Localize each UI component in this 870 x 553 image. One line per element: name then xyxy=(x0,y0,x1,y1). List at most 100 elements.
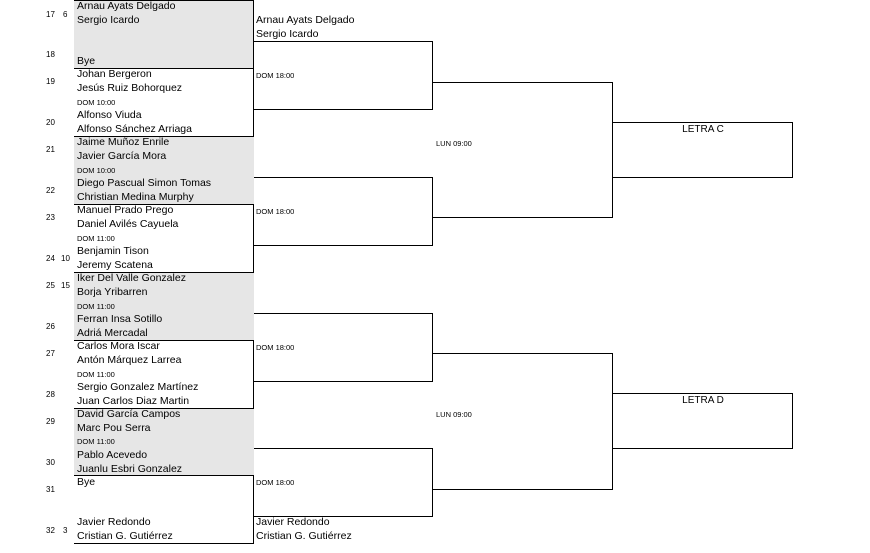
match-time: DOM 11:00 xyxy=(77,234,115,243)
player-name: Johan Bergeron xyxy=(77,68,152,80)
match-time: DOM 18:00 xyxy=(256,207,295,216)
player-name: Antón Márquez Larrea xyxy=(77,354,182,366)
player-name: Christian Medina Murphy xyxy=(77,191,194,203)
bracket-line xyxy=(613,122,793,123)
draw-position: 20 xyxy=(46,118,55,127)
bracket-line xyxy=(254,109,433,110)
draw-position: 24 xyxy=(46,254,55,263)
bracket-line xyxy=(254,245,433,246)
draw-position: 32 xyxy=(46,526,55,535)
bracket-line xyxy=(253,68,254,136)
bracket-line xyxy=(433,489,613,490)
bracket-line xyxy=(432,313,433,381)
player-name: Cristian G. Gutiérrez xyxy=(77,530,173,542)
match-time: DOM 18:00 xyxy=(256,71,295,80)
player-name: Jeremy Scatena xyxy=(77,259,153,271)
advanced-player: Javier Redondo xyxy=(256,516,330,528)
player-name: Marc Pou Serra xyxy=(77,422,151,434)
bracket-line xyxy=(254,381,433,382)
advanced-player: Sergio Icardo xyxy=(256,28,319,40)
match-time: DOM 11:00 xyxy=(77,302,115,311)
bracket-line xyxy=(254,177,433,178)
bracket-line xyxy=(253,204,254,272)
final-box-title: LETRA D xyxy=(682,395,724,406)
draw-position: 21 xyxy=(46,145,55,154)
player-name: Borja Yribarren xyxy=(77,286,148,298)
player-name: Adriá Mercadal xyxy=(77,327,148,339)
bracket-line xyxy=(74,475,254,476)
player-name: Pablo Acevedo xyxy=(77,449,148,461)
draw-position: 19 xyxy=(46,77,55,86)
bracket-line xyxy=(74,204,254,205)
bracket-line xyxy=(432,41,433,109)
player-name: Iker Del Valle Gonzalez xyxy=(77,272,186,284)
bracket-line xyxy=(612,82,613,218)
draw-position: 27 xyxy=(46,349,55,358)
advanced-player: Arnau Ayats Delgado xyxy=(256,14,355,26)
bracket-line xyxy=(792,122,793,178)
match-time: LUN 09:00 xyxy=(436,410,472,419)
player-name: Benjamin Tison xyxy=(77,245,149,257)
bracket-line xyxy=(433,217,613,218)
player-name: Juan Carlos Diaz Martin xyxy=(77,395,190,407)
bracket-line xyxy=(432,177,433,245)
player-name: Bye xyxy=(77,55,96,67)
bracket-line xyxy=(792,393,793,449)
player-name: Alfonso Sánchez Arriaga xyxy=(77,123,192,135)
player-name: Arnau Ayats Delgado xyxy=(77,0,176,12)
bracket-line xyxy=(613,448,793,449)
match-time: DOM 11:00 xyxy=(77,437,115,446)
draw-position: 18 xyxy=(46,50,55,59)
bracket-line xyxy=(74,0,254,1)
seed-number: 15 xyxy=(61,281,70,290)
player-name: Bye xyxy=(77,476,96,488)
bracket-line xyxy=(433,353,613,354)
final-box-title: LETRA C xyxy=(682,124,724,135)
match-time: DOM 10:00 xyxy=(77,166,116,175)
draw-position: 28 xyxy=(46,390,55,399)
player-name: Jaime Muñoz Enrile xyxy=(77,136,170,148)
shade-block xyxy=(74,408,254,476)
seed-number: 6 xyxy=(63,10,68,19)
player-name: Alfonso Viuda xyxy=(77,109,142,121)
draw-position: 30 xyxy=(46,458,55,467)
match-time: LUN 09:00 xyxy=(436,139,472,148)
seed-number: 3 xyxy=(63,526,68,535)
advanced-player: Cristian G. Gutiérrez xyxy=(256,530,352,542)
match-time: DOM 10:00 xyxy=(77,98,116,107)
bracket-line xyxy=(254,516,433,517)
player-name: Javier Redondo xyxy=(77,516,151,528)
bracket-line xyxy=(433,82,613,83)
bracket-line xyxy=(613,393,793,394)
match-time: DOM 18:00 xyxy=(256,343,295,352)
draw-position: 31 xyxy=(46,485,55,494)
player-name: Juanlu Esbri Gonzalez xyxy=(77,463,183,475)
bracket-line xyxy=(432,448,433,516)
player-name: Ferran Insa Sotillo xyxy=(77,313,163,325)
bracket-line xyxy=(74,543,254,544)
shade-block xyxy=(74,136,254,204)
bracket-line xyxy=(74,340,254,341)
bracket-line xyxy=(74,272,254,273)
player-name: Sergio Icardo xyxy=(77,14,140,26)
bracket-line xyxy=(74,136,254,137)
bracket-line xyxy=(253,340,254,408)
bracket-line xyxy=(254,41,433,42)
bracket-line xyxy=(254,448,433,449)
seed-number: 10 xyxy=(61,254,70,263)
draw-position: 29 xyxy=(46,417,55,426)
bracket-line xyxy=(254,313,433,314)
player-name: Sergio Gonzalez Martínez xyxy=(77,381,199,393)
bracket-line xyxy=(253,0,254,68)
bracket-line xyxy=(613,177,793,178)
draw-position: 23 xyxy=(46,213,55,222)
player-name: Manuel Prado Prego xyxy=(77,204,174,216)
player-name: Carlos Mora Iscar xyxy=(77,340,160,352)
player-name: Diego Pascual Simon Tomas xyxy=(77,177,212,189)
player-name: Jesús Ruiz Bohorquez xyxy=(77,82,183,94)
bracket-line xyxy=(612,353,613,489)
shade-block xyxy=(74,272,254,340)
bracket-line xyxy=(74,68,254,69)
player-name: Javier García Mora xyxy=(77,150,167,162)
draw-position: 22 xyxy=(46,186,55,195)
